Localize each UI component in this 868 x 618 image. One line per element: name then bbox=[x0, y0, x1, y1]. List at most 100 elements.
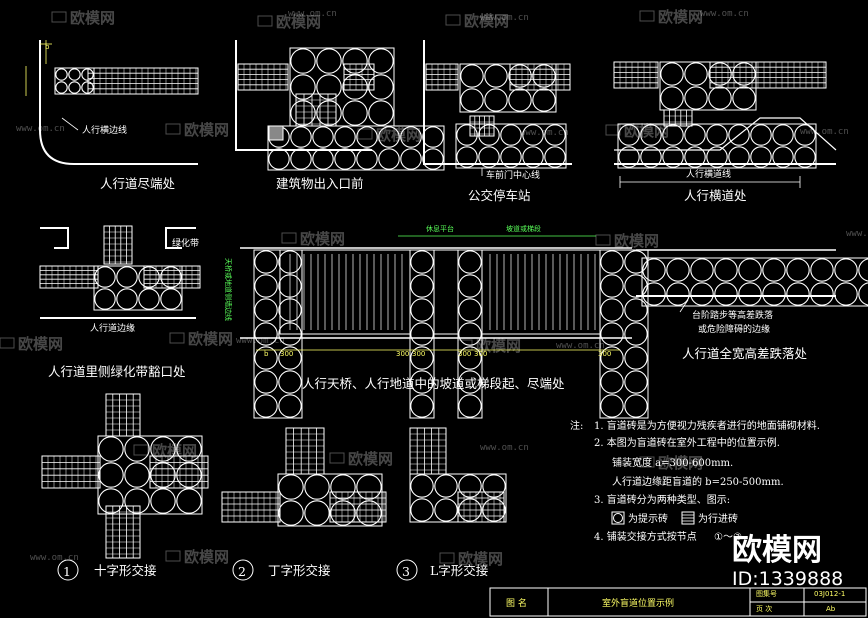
d5-curb-r bbox=[165, 227, 196, 249]
warning-dot bbox=[356, 474, 382, 500]
warning-dot bbox=[342, 48, 368, 74]
warning-dot bbox=[304, 500, 330, 526]
warning-dot bbox=[478, 124, 500, 146]
warning-dot bbox=[160, 288, 182, 310]
warning-dot bbox=[98, 462, 124, 488]
warning-dot bbox=[368, 48, 394, 74]
warning-dot bbox=[176, 462, 202, 488]
warning-border bbox=[97, 435, 203, 515]
warning-dot bbox=[640, 146, 662, 168]
j1-guide-left bbox=[41, 455, 101, 489]
caption-t-junction: 丁字形交接 bbox=[268, 563, 331, 578]
warning-dot bbox=[684, 62, 708, 86]
warning-dot bbox=[410, 250, 434, 274]
warning-dot bbox=[732, 86, 756, 110]
warning-dot bbox=[138, 288, 160, 310]
warning-dot bbox=[500, 124, 522, 146]
warning-dot bbox=[508, 88, 532, 112]
d2-warning-bottom bbox=[267, 125, 445, 171]
warning-dot bbox=[708, 62, 732, 86]
warning-dot bbox=[508, 64, 532, 88]
warning-dot bbox=[544, 146, 566, 168]
watermark-brand: 欧模网 bbox=[614, 232, 659, 250]
warning-dot bbox=[706, 124, 728, 146]
watermark-url: www.om.cn bbox=[800, 127, 849, 137]
d2-guide-mid bbox=[295, 93, 337, 127]
warning-dot bbox=[334, 126, 356, 148]
d1-curb bbox=[39, 40, 198, 165]
node-circle bbox=[232, 559, 254, 581]
warning-dot bbox=[762, 282, 786, 306]
d5-guide-vertical bbox=[103, 225, 133, 265]
warning-tile-legend-icon bbox=[613, 513, 623, 523]
warning-dot bbox=[456, 124, 478, 146]
warning-dot bbox=[714, 258, 738, 282]
warning-dot bbox=[316, 48, 342, 74]
guidance-border bbox=[87, 67, 199, 95]
warning-dot bbox=[304, 474, 330, 500]
node-number-3: 3 bbox=[402, 564, 410, 579]
warning-dot bbox=[684, 86, 708, 110]
d2-guide-l bbox=[237, 63, 289, 91]
d6-platform bbox=[433, 249, 459, 335]
caption-full-width-drop: 人行道全宽高差跌落处 bbox=[682, 346, 808, 361]
warning-border bbox=[289, 47, 395, 127]
watermark-brand: 欧模网 bbox=[276, 13, 321, 31]
sofa-icon bbox=[595, 234, 611, 246]
label-step-drop-2: 或危险障碍的边缘 bbox=[698, 323, 770, 335]
warning-dot bbox=[278, 500, 304, 526]
dim-300-mid1: 300 bbox=[396, 350, 409, 358]
watermark-brand: 欧模网 bbox=[18, 335, 63, 353]
warning-dot bbox=[544, 124, 566, 146]
caption-bus-stop: 公交停车站 bbox=[468, 188, 531, 203]
title-atlas: 03J012-1 bbox=[814, 590, 845, 598]
warning-dot bbox=[400, 148, 422, 170]
warning-dot bbox=[618, 146, 640, 168]
sofa-icon bbox=[169, 332, 185, 344]
warning-dot bbox=[810, 258, 834, 282]
warning-dot bbox=[458, 370, 482, 394]
warning-dot bbox=[342, 100, 368, 126]
warning-dot bbox=[600, 322, 624, 346]
watermark-brand: 欧模网 bbox=[476, 337, 521, 355]
guidance-border bbox=[409, 427, 447, 475]
warning-dot bbox=[684, 146, 706, 168]
d6-ramp-right bbox=[481, 249, 601, 335]
warning-dot bbox=[410, 474, 434, 498]
sofa-icon bbox=[357, 128, 373, 140]
node-number-1: 1 bbox=[63, 564, 71, 579]
warning-dot bbox=[400, 126, 422, 148]
warning-dot bbox=[772, 124, 794, 146]
d4-warning-bottom bbox=[617, 123, 817, 169]
warning-dot bbox=[624, 250, 648, 274]
warning-dot bbox=[124, 462, 150, 488]
warning-dot bbox=[330, 474, 356, 500]
warning-dot bbox=[434, 498, 458, 522]
note-4-nodes: ①～③ bbox=[714, 532, 742, 543]
warning-border bbox=[641, 257, 868, 307]
watermark-brand: 欧模网 bbox=[70, 9, 115, 27]
note-4: 4. 铺装交接方式按节点 bbox=[594, 530, 697, 543]
title-label-page: 页 次 bbox=[756, 604, 772, 613]
warning-dot bbox=[94, 288, 116, 310]
warning-dot bbox=[456, 146, 478, 168]
warning-dot bbox=[810, 282, 834, 306]
note-3: 3. 盲道砖分为两种类型、图示: bbox=[594, 493, 730, 506]
warning-dot bbox=[834, 258, 858, 282]
caption-building-entrance: 建筑物出入口前 bbox=[276, 176, 364, 191]
warning-dot bbox=[98, 488, 124, 514]
d3-edge bbox=[423, 40, 572, 165]
sofa-icon bbox=[329, 452, 345, 464]
warning-dot bbox=[460, 88, 484, 112]
d5-guide-l bbox=[39, 265, 99, 289]
warning-dot bbox=[532, 64, 556, 88]
warning-dot bbox=[312, 148, 334, 170]
warning-dot bbox=[268, 148, 290, 170]
d5-warning bbox=[93, 265, 183, 311]
warning-border bbox=[459, 63, 557, 113]
caption-cross-junction: 十字形交接 bbox=[94, 563, 157, 578]
caption-bridge-ramp: 人行天桥、人行地道中的坡道或梯段起、尽端处 bbox=[302, 376, 565, 391]
warning-dot bbox=[410, 322, 434, 346]
warning-dot bbox=[772, 146, 794, 168]
